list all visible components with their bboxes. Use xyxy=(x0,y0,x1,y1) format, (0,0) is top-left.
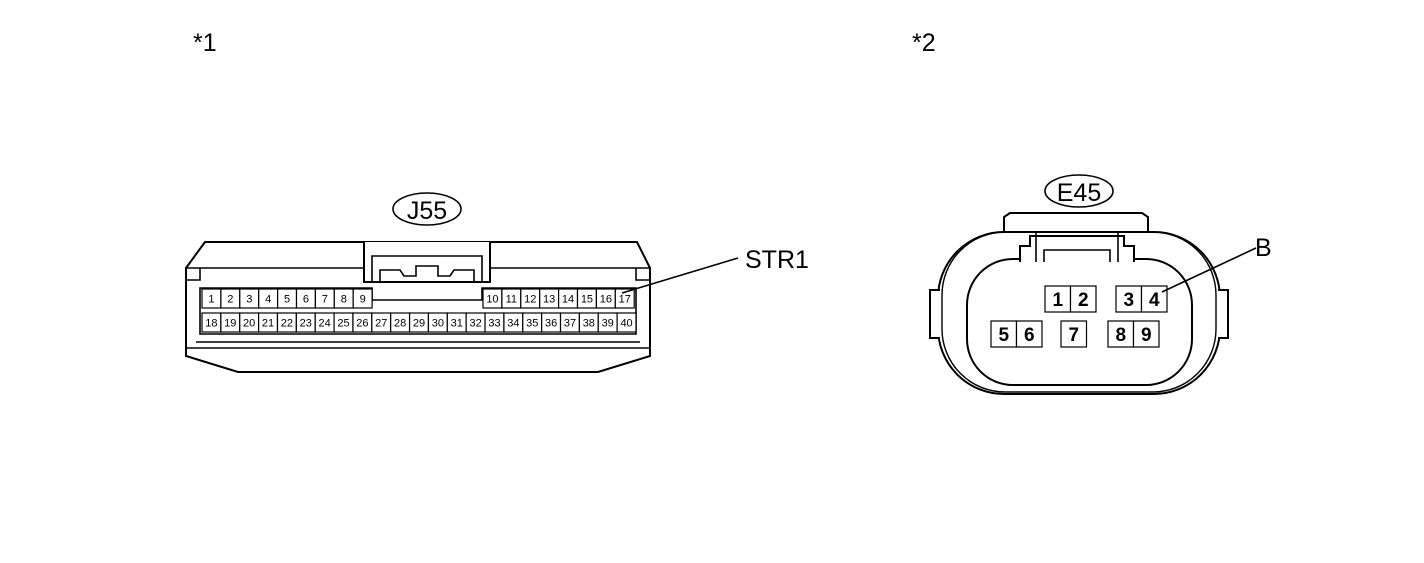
e45-pin-7-label: 7 xyxy=(1068,325,1079,346)
j55-pin-20-label: 20 xyxy=(243,318,255,330)
e45-code: E45 xyxy=(1057,179,1101,207)
j55-pin-23-label: 23 xyxy=(300,318,312,330)
e45-pin-7-cell xyxy=(1060,320,1088,348)
e45-pin-6-label: 6 xyxy=(1024,325,1035,346)
j55-pin-28-label: 28 xyxy=(394,318,406,330)
e45-pin-3-cell xyxy=(1115,285,1143,313)
e45-pin-5-label: 5 xyxy=(998,325,1009,346)
j55-pin-13-label: 13 xyxy=(543,294,555,306)
j55-pin-36-label: 36 xyxy=(545,318,557,330)
j55-callout: STR1 xyxy=(745,246,809,274)
j55-pin-21-label: 21 xyxy=(262,318,274,330)
j55-pin-39-label: 39 xyxy=(602,318,614,330)
j55-label-ellipse xyxy=(392,192,462,226)
j55-pin-40-cell xyxy=(616,312,637,333)
j55-latch-inner xyxy=(371,255,483,282)
j55-pin-38-label: 38 xyxy=(583,318,595,330)
j55-pin-30-label: 30 xyxy=(432,318,444,330)
e45-pin-8-label: 8 xyxy=(1115,325,1126,346)
j55-pin-10-label: 10 xyxy=(486,294,498,306)
e45-pin-2-cell xyxy=(1069,285,1097,313)
j55-pin-8-label: 8 xyxy=(341,294,347,306)
j55-latch xyxy=(363,242,491,283)
j55-pin-4-label: 4 xyxy=(265,294,271,306)
j55-pin-15-label: 15 xyxy=(581,294,593,306)
j55-pin-32-label: 32 xyxy=(469,318,481,330)
j55-pin-40-label: 40 xyxy=(620,318,632,330)
j55-pin-17-label: 17 xyxy=(619,294,631,306)
j55-pin-12-label: 12 xyxy=(524,294,536,306)
j55-pin-37-label: 37 xyxy=(564,318,576,330)
marker-1: *1 xyxy=(193,29,217,57)
e45-pin-4-cell xyxy=(1140,285,1168,313)
j55-latch-key xyxy=(379,265,475,282)
e45-latch-inner xyxy=(1035,231,1119,262)
j55-pin-25-label: 25 xyxy=(337,318,349,330)
e45-callout-line xyxy=(1161,247,1257,293)
e45-pin-1-cell xyxy=(1044,285,1072,313)
j55-pin-7-label: 7 xyxy=(322,294,328,306)
e45-pin-9-cell xyxy=(1132,320,1160,348)
j55-pin-18-label: 18 xyxy=(205,318,217,330)
e45-right-tab xyxy=(1218,289,1229,339)
e45-pin-6-cell xyxy=(1015,320,1043,348)
j55-pin-22-label: 22 xyxy=(281,318,293,330)
e45-latch-bar xyxy=(1043,249,1111,262)
j55-pin-14-label: 14 xyxy=(562,294,574,306)
j55-pin-26-label: 26 xyxy=(356,318,368,330)
e45-pin-2-label: 2 xyxy=(1078,290,1089,311)
j55-pin-31-label: 31 xyxy=(451,318,463,330)
e45-pin-4-label: 4 xyxy=(1149,290,1160,311)
j55-pin-3-label: 3 xyxy=(246,294,252,306)
e45-callout: B xyxy=(1255,234,1272,262)
marker-2: *2 xyxy=(912,29,936,57)
j55-pin-27-label: 27 xyxy=(375,318,387,330)
e45-left-tab xyxy=(929,289,940,339)
j55-body xyxy=(185,241,651,373)
e45-latch xyxy=(1019,235,1135,262)
j55-pin-9-cell xyxy=(352,288,373,309)
j55-pin-9-label: 9 xyxy=(360,294,366,306)
e45-pin-3-label: 3 xyxy=(1123,290,1134,311)
j55-left-notch xyxy=(185,268,201,281)
j55-callout-line xyxy=(621,257,739,294)
j55-pin-35-label: 35 xyxy=(526,318,538,330)
j55-pin-34-label: 34 xyxy=(507,318,519,330)
j55-right-notch xyxy=(635,268,651,281)
e45-pin-1-label: 1 xyxy=(1052,290,1063,311)
j55-pin-1-label: 1 xyxy=(208,294,214,306)
j55-pin-6-label: 6 xyxy=(303,294,309,306)
j55-pin-2-label: 2 xyxy=(227,294,233,306)
j55-pin-29-label: 29 xyxy=(413,318,425,330)
e45-pin-9-label: 9 xyxy=(1141,325,1152,346)
e45-pin-5-cell xyxy=(990,320,1018,348)
j55-pin-33-label: 33 xyxy=(488,318,500,330)
j55-pin-16-label: 16 xyxy=(600,294,612,306)
j55-code: J55 xyxy=(407,197,447,225)
j55-pin-24-label: 24 xyxy=(319,318,331,330)
j55-pin-19-label: 19 xyxy=(224,318,236,330)
e45-label-ellipse xyxy=(1044,174,1114,208)
j55-pin-11-label: 11 xyxy=(506,294,517,306)
j55-pin-5-label: 5 xyxy=(284,294,290,306)
j55-pin-17-cell xyxy=(614,288,635,309)
